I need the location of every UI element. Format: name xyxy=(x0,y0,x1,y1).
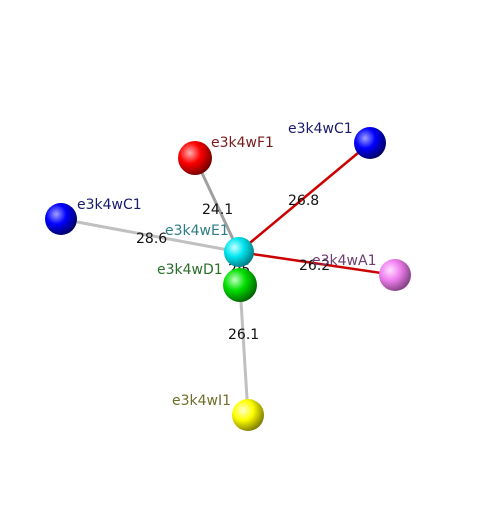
edge-label-24-1: 24.1 xyxy=(202,202,233,218)
edge-center-c1-left xyxy=(60,217,240,254)
node-f1[interactable] xyxy=(178,141,212,175)
edge-center-c1-right xyxy=(238,142,371,253)
node-label-center: e3k4wE1 xyxy=(165,223,229,239)
node-label-c1-right: e3k4wC1 xyxy=(288,121,353,137)
node-a1[interactable] xyxy=(379,259,411,291)
edge-center-a1 xyxy=(238,250,396,277)
node-d1[interactable] xyxy=(223,268,257,302)
node-label-c1-left: e3k4wC1 xyxy=(77,197,142,213)
node-label-i1: e3k4wI1 xyxy=(172,393,231,409)
node-center[interactable] xyxy=(224,237,254,267)
node-label-d1: e3k4wD1 xyxy=(157,262,223,278)
edge-label-26-8: 26.8 xyxy=(288,193,319,209)
edge-center-f1 xyxy=(193,157,241,253)
edge-label-26-1: 26.1 xyxy=(228,327,259,343)
edge-label-26-2: 26.2 xyxy=(299,258,330,274)
node-label-f1: e3k4wF1 xyxy=(211,135,274,151)
node-i1[interactable] xyxy=(232,399,264,431)
edge-d1-i1 xyxy=(238,284,250,416)
edge-label-28-6: 28.6 xyxy=(136,231,167,247)
node-label-a1: e3k4wA1 xyxy=(312,253,376,269)
node-c1-left[interactable] xyxy=(45,203,77,235)
node-c1-right[interactable] xyxy=(354,127,386,159)
